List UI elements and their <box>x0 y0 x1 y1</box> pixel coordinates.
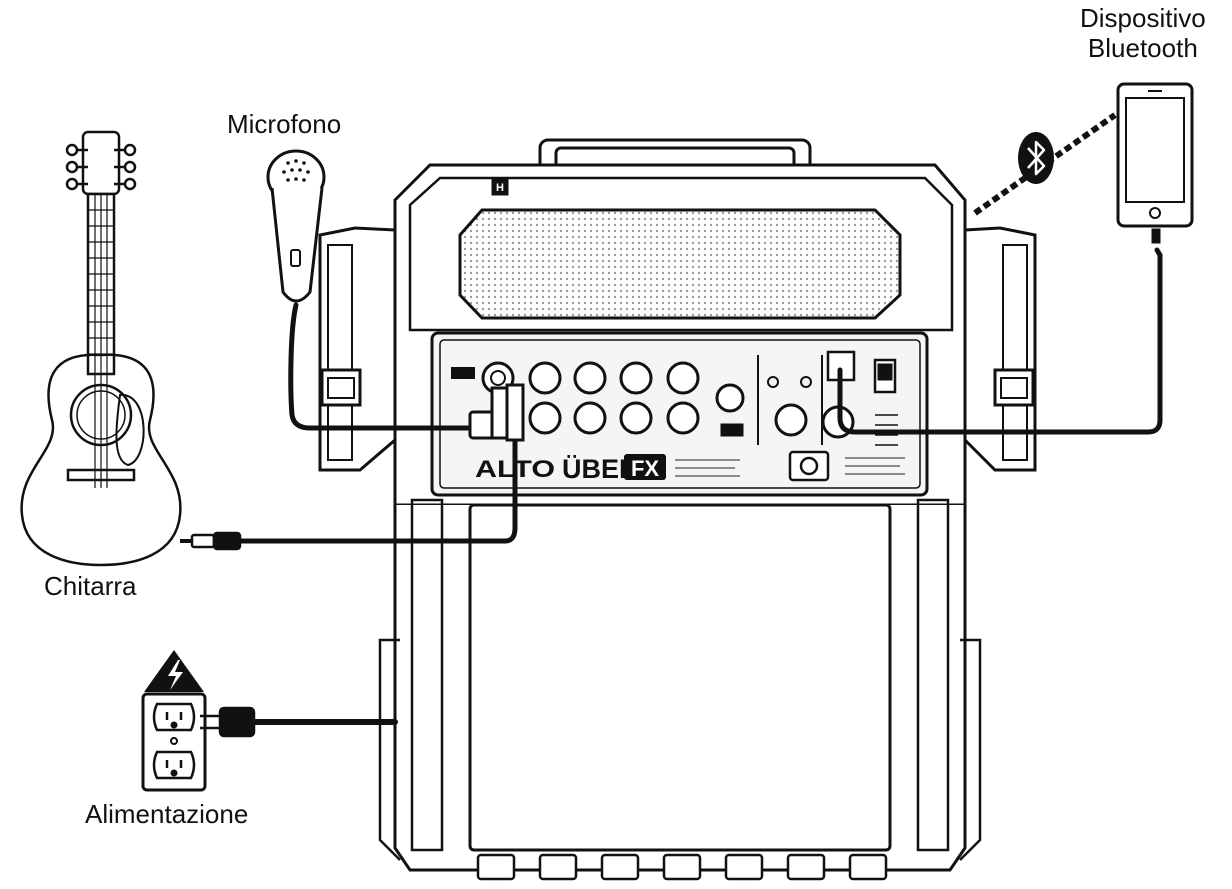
guitar-jack-icon <box>180 531 242 551</box>
bluetooth-device-label: Dispositivo Bluetooth <box>1080 3 1206 64</box>
power-outlet-icon <box>141 692 207 792</box>
line-out-jack <box>788 450 830 482</box>
handle-logo: H <box>496 182 504 194</box>
knobs-row-2 <box>528 401 700 435</box>
warning-icon <box>144 650 204 692</box>
left-side-handle <box>318 226 397 472</box>
channel-3-volume-knob <box>774 403 808 437</box>
bluetooth-device-cable <box>837 247 1163 435</box>
cables <box>237 247 1163 725</box>
model-badge-box <box>624 454 666 480</box>
right-side-handle <box>963 226 1037 472</box>
model-badge: FX <box>631 456 659 481</box>
bluetooth-label-line-2: Bluetooth <box>1087 32 1198 63</box>
control-panel <box>430 331 929 497</box>
speaker-feet <box>476 853 888 881</box>
bluetooth-icon <box>1018 132 1054 184</box>
knobs-row-1 <box>528 361 700 395</box>
microphone-icon <box>266 149 326 303</box>
guitar-cable <box>237 392 518 544</box>
bluetooth-signal <box>973 112 1117 216</box>
effects-selector-knob <box>715 383 745 413</box>
speaker-lower-body <box>378 498 982 881</box>
guitar-icon <box>20 130 182 567</box>
power-label: Alimentazione <box>85 799 249 829</box>
smartphone-icon <box>1116 82 1194 244</box>
speaker-unit: H <box>318 138 1037 881</box>
power-plug-icon <box>200 706 256 738</box>
bluetooth-label-line-1: Dispositivo <box>1080 3 1206 33</box>
microphone-cable <box>288 302 488 431</box>
speaker-grille <box>458 208 902 320</box>
microphone-label: Microfono <box>227 109 342 139</box>
handle-logo-badge: H <box>491 178 509 196</box>
guitar-label: Chitarra <box>44 571 137 601</box>
